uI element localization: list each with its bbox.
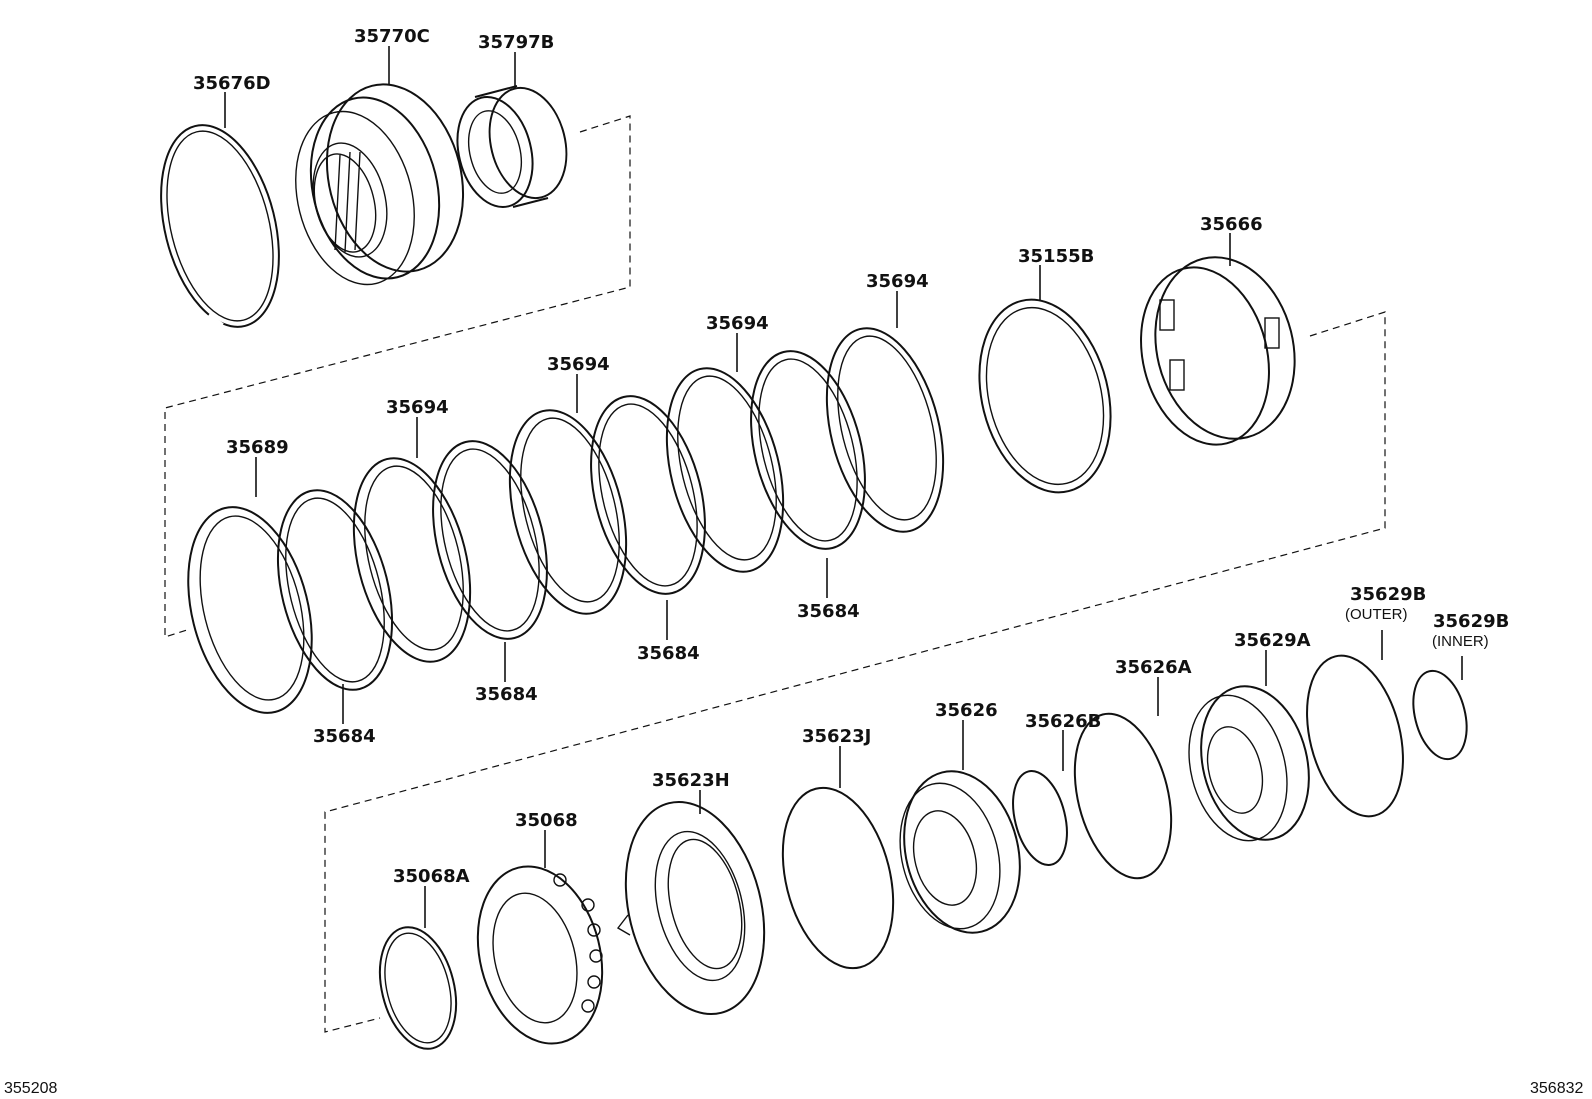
o-ring-35626A xyxy=(1073,712,1173,880)
label-35068: 35068 xyxy=(515,810,578,831)
label-35689: 35689 xyxy=(226,437,289,458)
plate-35694-c xyxy=(665,367,785,573)
disc-35684-d xyxy=(750,350,866,550)
seal-35626 xyxy=(899,770,1021,934)
o-ring-35629B-inner xyxy=(1412,669,1468,761)
plate-35694-a xyxy=(352,457,472,663)
label-35666: 35666 xyxy=(1200,214,1263,235)
spacer-ring-35155B xyxy=(978,298,1112,494)
bearing-35797B xyxy=(456,85,568,209)
clutch-drum-35770C xyxy=(295,83,465,286)
o-ring-35629B-outer xyxy=(1306,654,1404,818)
disc-35684-b xyxy=(432,440,548,640)
label-35684-b: 35684 xyxy=(475,684,538,705)
label-35684-a: 35684 xyxy=(313,726,376,747)
label-35694-c: 35694 xyxy=(706,313,769,334)
leader-lines xyxy=(224,46,1463,928)
note-outer: (OUTER) xyxy=(1345,606,1408,623)
label-35694-b: 35694 xyxy=(547,354,610,375)
label-35629A: 35629A xyxy=(1234,630,1311,651)
label-35694-d: 35694 xyxy=(866,271,929,292)
label-35155B: 35155B xyxy=(1018,246,1094,267)
label-35684-c: 35684 xyxy=(637,643,700,664)
label-35770C: 35770C xyxy=(354,26,430,47)
spring-retainer-35068 xyxy=(476,865,604,1045)
piston-35629A xyxy=(1188,685,1310,842)
part-labels: 35676D 35770C 35797B 35666 35155B 35694 … xyxy=(193,26,1509,887)
plate-35694-d xyxy=(825,327,945,533)
label-35694-a: 35694 xyxy=(386,397,449,418)
clutch-pack xyxy=(187,327,945,714)
note-inner: (INNER) xyxy=(1432,633,1489,650)
disc-35684-c xyxy=(590,395,706,595)
code-right: 356832 xyxy=(1530,1080,1583,1097)
plate-35689 xyxy=(187,506,313,714)
o-ring-35623J xyxy=(781,786,895,970)
label-35623J: 35623J xyxy=(802,726,871,747)
snap-ring-35676D xyxy=(160,124,280,329)
label-35629B-outer: 35629B xyxy=(1350,584,1426,605)
o-ring-35626B xyxy=(1012,770,1068,866)
label-35684-d: 35684 xyxy=(797,601,860,622)
piston-35623H xyxy=(616,800,766,1016)
label-35629B-inner: 35629B xyxy=(1433,611,1509,632)
retainer-35666 xyxy=(1140,256,1296,446)
label-35797B: 35797B xyxy=(478,32,554,53)
snap-ring-35068A xyxy=(378,926,458,1050)
label-35626: 35626 xyxy=(935,700,998,721)
plate-35694-b xyxy=(508,409,628,615)
label-35676D: 35676D xyxy=(193,73,271,94)
label-35626A: 35626A xyxy=(1115,657,1192,678)
label-35626B: 35626B xyxy=(1025,711,1101,732)
code-left: 355208 xyxy=(4,1080,57,1097)
group-boundaries xyxy=(164,115,1386,1033)
label-35623H: 35623H xyxy=(652,770,730,791)
disc-35684-a xyxy=(276,489,394,691)
label-35068A: 35068A xyxy=(393,866,470,887)
